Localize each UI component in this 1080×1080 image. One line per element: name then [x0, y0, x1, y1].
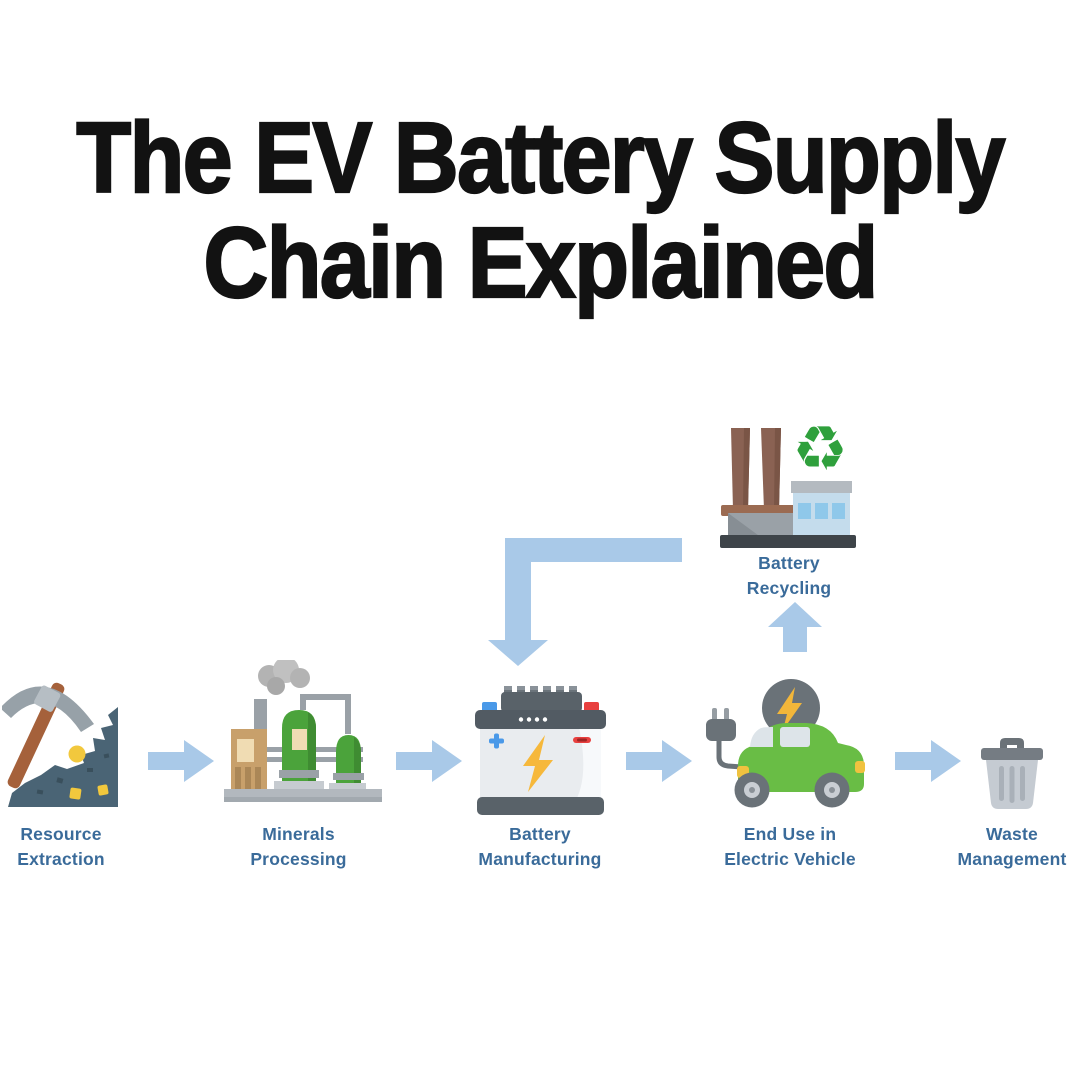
page-title: The EV Battery Supply Chain Explained [54, 102, 1026, 319]
label-line: Extraction [17, 849, 105, 869]
label-line: Electric Vehicle [724, 849, 856, 869]
label-line: Manufacturing [478, 849, 602, 869]
car-battery-icon [475, 686, 606, 815]
flow-arrow-processing-to-manufacturing [396, 740, 462, 782]
processing-plant-icon [224, 660, 382, 802]
trash-can-icon [981, 738, 1043, 809]
stage-label-resource-extraction: Resource Extraction [0, 822, 122, 872]
label-line: Management [957, 849, 1067, 869]
label-line: Waste [986, 824, 1038, 844]
flow-arrow-manufacturing-to-vehicle [626, 740, 692, 782]
label-line: Minerals [262, 824, 335, 844]
flow-arrow-vehicle-to-waste [895, 740, 961, 782]
label-line: End Use in [743, 824, 837, 844]
label-line: Processing [250, 849, 347, 869]
label-line: Resource [20, 824, 102, 844]
label-line: Battery [509, 824, 571, 844]
title-line-2: Chain Explained [202, 207, 879, 319]
title-line-1: The EV Battery Supply [75, 102, 1006, 214]
flow-arrow-vehicle-to-recycling [768, 602, 822, 652]
stage-label-battery-manufacturing: Battery Manufacturing [460, 822, 620, 872]
stage-label-battery-recycling: Battery Recycling [717, 551, 861, 601]
pickaxe-mining-icon [2, 682, 118, 807]
flow-arrow-recycling-to-manufacturing [488, 538, 682, 666]
label-line: Recycling [746, 578, 832, 598]
stage-label-waste-management: Waste Management [940, 822, 1080, 872]
stage-label-end-use-ev: End Use in Electric Vehicle [692, 822, 888, 872]
electric-car-icon [706, 679, 865, 808]
flow-arrow-extraction-to-processing [148, 740, 214, 782]
label-line: Battery [758, 553, 820, 573]
svg-text:♻: ♻ [792, 413, 848, 485]
recycling-plant-icon: ♻ [720, 413, 856, 548]
stage-label-minerals-processing: Minerals Processing [226, 822, 371, 872]
